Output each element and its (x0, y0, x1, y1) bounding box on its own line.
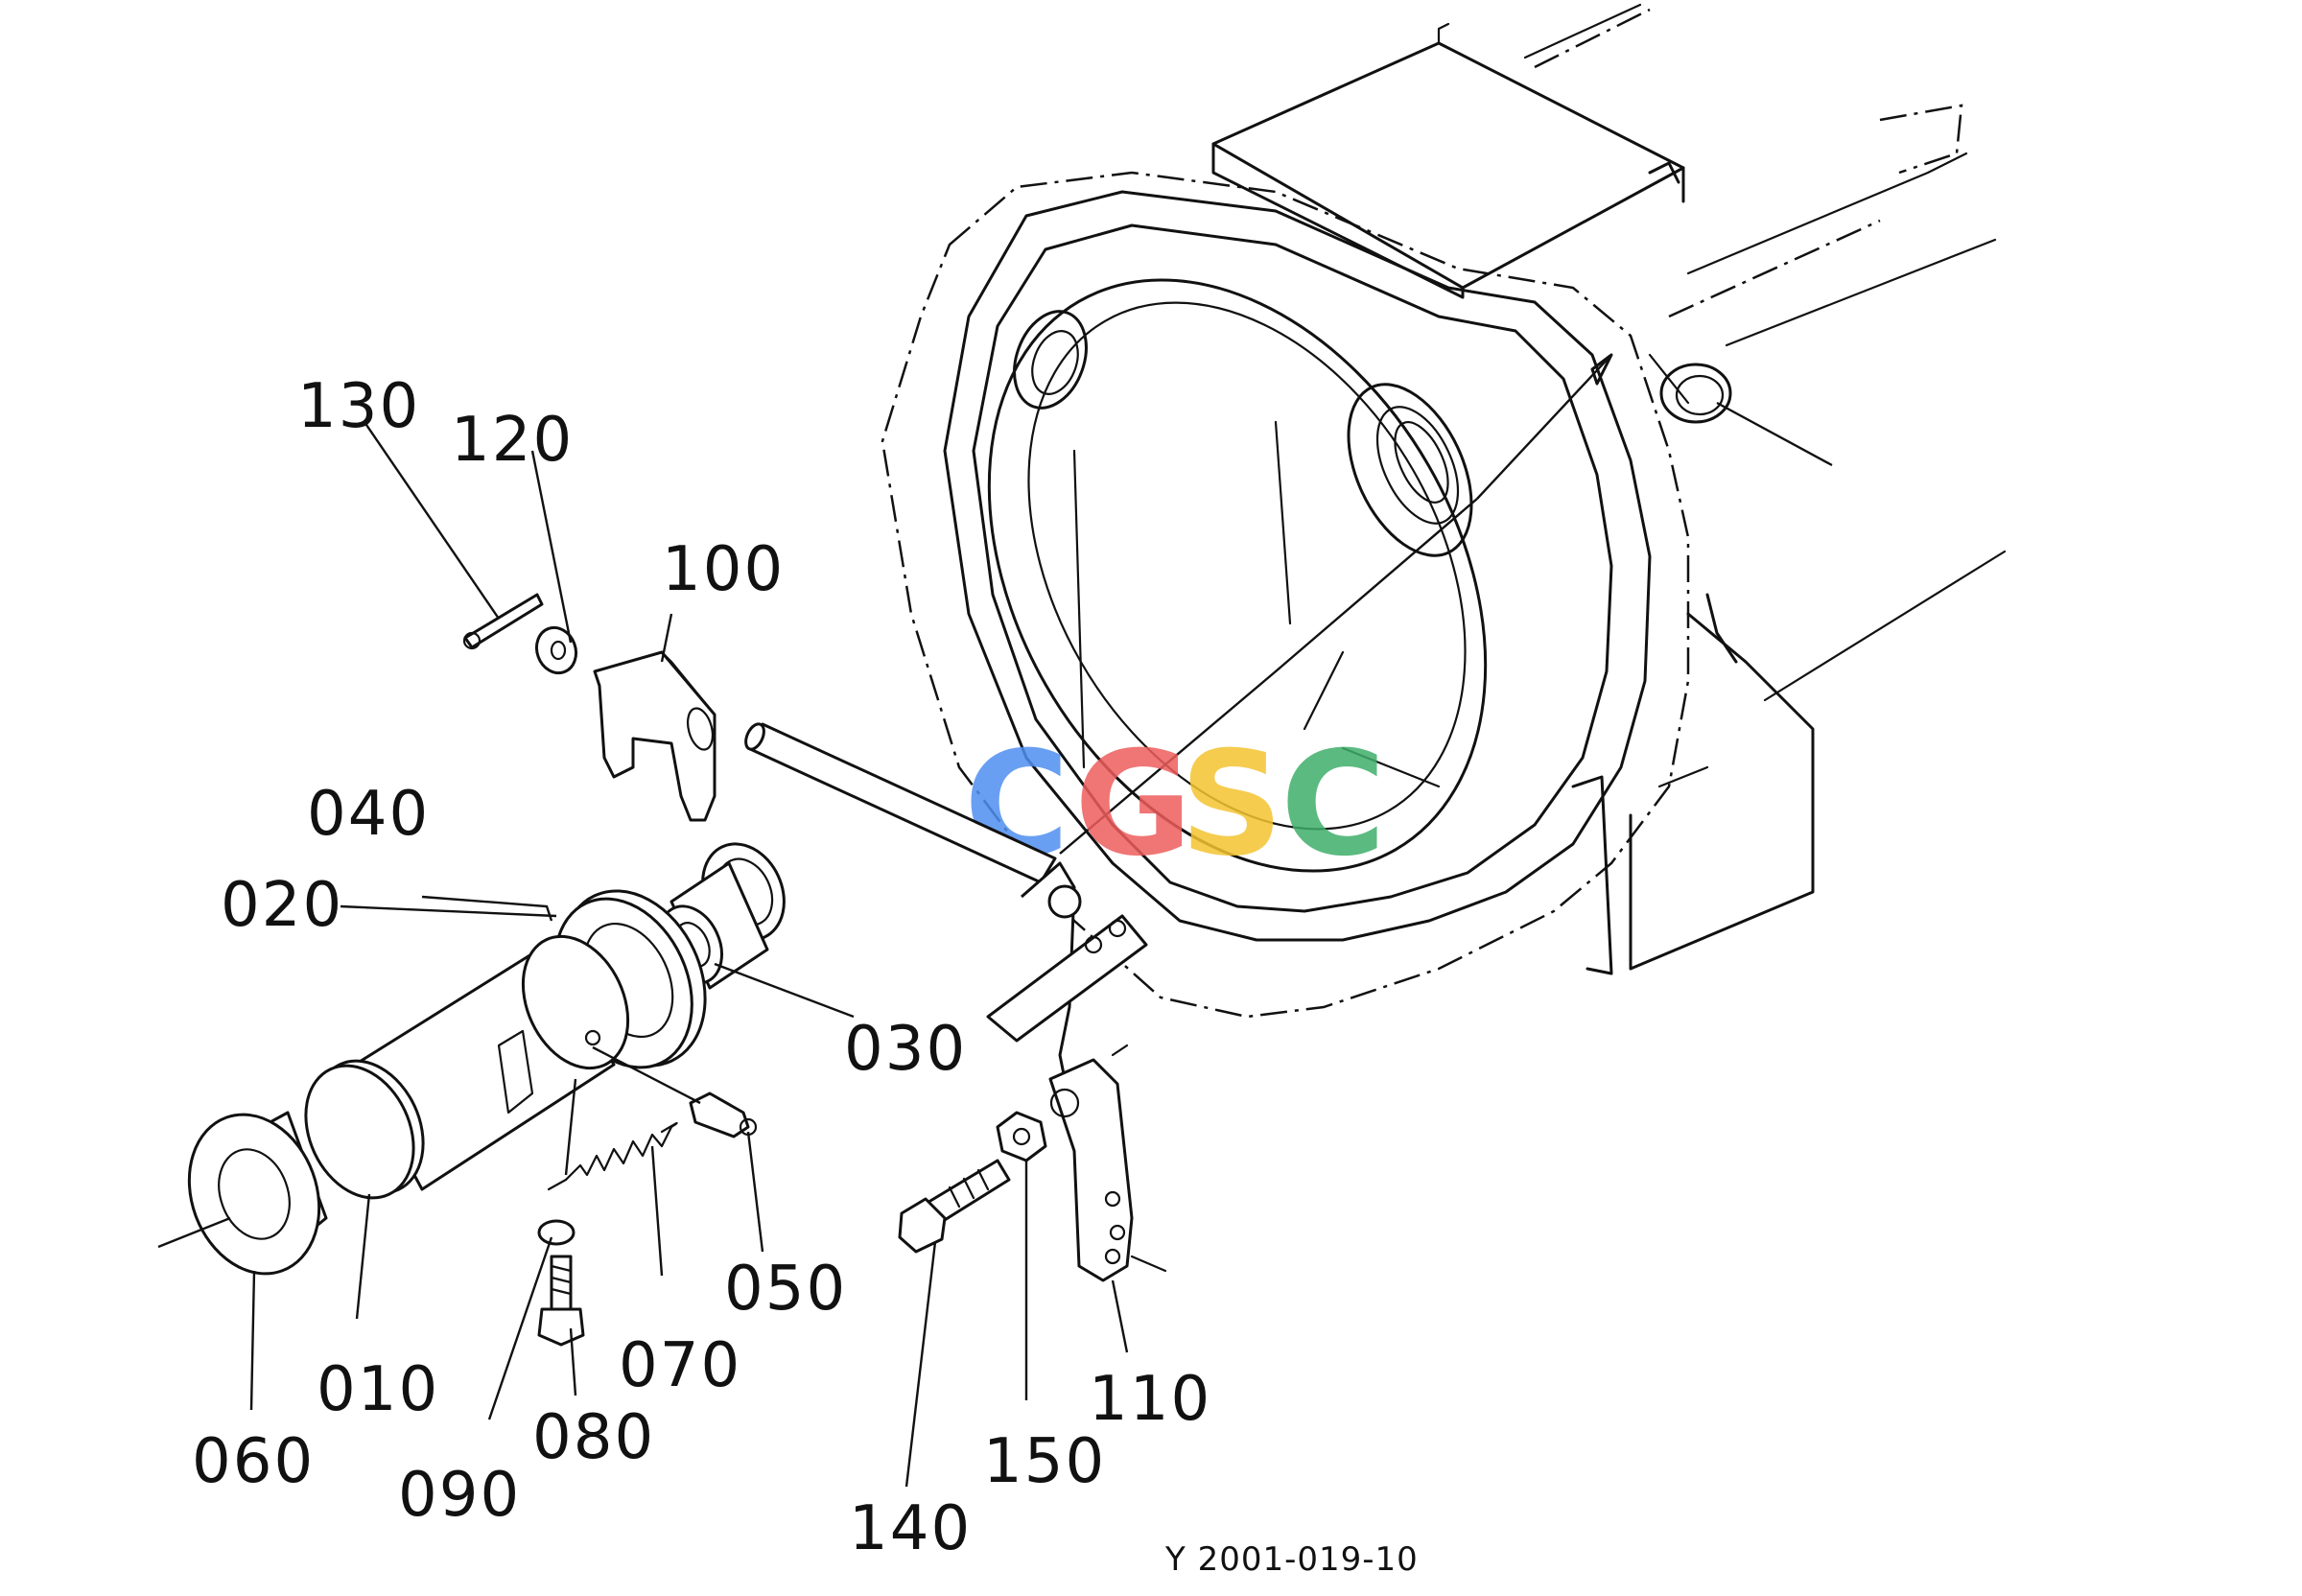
watermark-letter-2: G (1074, 721, 1192, 888)
label-130: 130 (297, 371, 420, 442)
label-080: 080 (532, 1402, 655, 1473)
label-040: 040 (307, 779, 430, 850)
label-140: 140 (849, 1493, 972, 1564)
release-shaft (744, 722, 1057, 884)
bolt-140-part (898, 1159, 1011, 1254)
label-110-text: 110 (1089, 1364, 1211, 1435)
label-150: 150 (983, 1426, 1106, 1497)
clutch-lever-part (986, 861, 1167, 1282)
clutch-housing (881, 3, 2007, 1019)
hub-sleeve-part (157, 1111, 328, 1276)
grease-nipple-part (689, 1091, 758, 1138)
label-060: 060 (192, 1426, 315, 1497)
washer-120-part (534, 625, 578, 675)
bolt-080-part (537, 1255, 585, 1347)
label-030: 030 (844, 1014, 967, 1085)
label-120: 120 (451, 405, 574, 476)
return-spring-part (547, 1121, 678, 1191)
release-hub-part (304, 934, 630, 1200)
label-050: 050 (724, 1254, 847, 1325)
watermark-letter-3: S (1180, 721, 1283, 888)
leader-lines (249, 421, 1129, 1488)
release-fork-part (593, 650, 716, 822)
washer-090-part (537, 1219, 576, 1246)
cotter-pin-part (462, 593, 544, 650)
part-labels: 130 120 100 040 020 030 050 070 010 080 … (192, 371, 1419, 1579)
watermark-letter-4: C (1280, 721, 1386, 888)
label-020: 020 (221, 870, 343, 941)
nut-150-part (996, 1111, 1047, 1162)
label-100: 100 (662, 534, 785, 605)
drawing-code: Y 2001-019-10 (1164, 1540, 1419, 1579)
label-090: 090 (398, 1460, 521, 1531)
label-010: 010 (317, 1354, 439, 1425)
label-070: 070 (619, 1330, 741, 1401)
